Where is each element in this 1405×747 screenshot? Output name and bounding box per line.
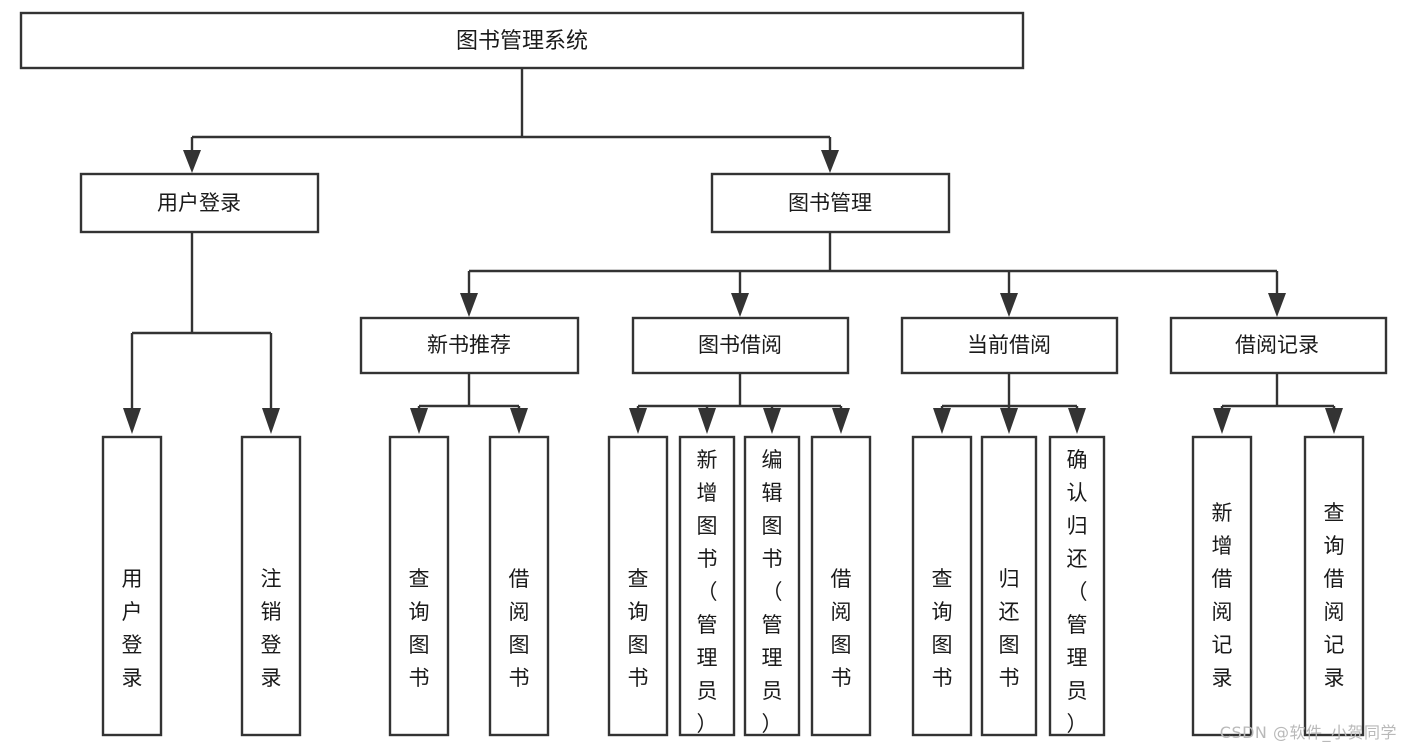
node-leaf-user-logout-box[interactable]: [240, 435, 302, 737]
node-book-manage-box[interactable]: [710, 172, 951, 234]
node-current-borrow-label: 当前借阅: [967, 333, 1051, 357]
node-root-box[interactable]: [19, 11, 1025, 70]
arrow-head-leaf-confirm-return-admin: [1068, 408, 1086, 434]
arrow-head-borrow-record: [1268, 293, 1286, 317]
arrow-head-leaf-borrow-book-1: [510, 408, 528, 434]
node-leaf-query-book-3-label: 查询图书: [932, 567, 953, 690]
node-user-login-label: 用户登录: [157, 191, 241, 215]
node-leaf-user-login-label: 用户登录: [122, 567, 143, 690]
node-leaf-add-book-admin-label: 新增图书（管理员）: [697, 448, 718, 736]
node-leaf-edit-book-admin[interactable]: 编辑图书（管理员）: [743, 435, 801, 737]
node-leaf-borrow-book-2[interactable]: 借阅图书: [810, 435, 872, 737]
node-new-book-rec[interactable]: 新书推荐: [359, 316, 580, 375]
node-leaf-user-logout[interactable]: 注销登录: [240, 435, 302, 737]
node-leaf-return-book-box[interactable]: [980, 435, 1038, 737]
node-leaf-confirm-return-admin[interactable]: 确认归还（管理员）: [1048, 435, 1106, 737]
node-root[interactable]: 图书管理系统: [19, 11, 1025, 70]
arrow-head-current-borrow: [1000, 293, 1018, 317]
node-borrow-record[interactable]: 借阅记录: [1169, 316, 1388, 375]
arrow-head-user-login: [183, 150, 201, 173]
node-book-manage[interactable]: 图书管理: [710, 172, 951, 234]
node-new-book-rec-box[interactable]: [359, 316, 580, 375]
arrow-head-leaf-query-book-3: [933, 408, 951, 434]
node-leaf-query-book-2-box[interactable]: [607, 435, 669, 737]
node-leaf-return-book[interactable]: 归还图书: [980, 435, 1038, 737]
node-leaf-query-book-3[interactable]: 查询图书: [911, 435, 973, 737]
node-leaf-query-borrow-record[interactable]: 查询借阅记录: [1303, 435, 1365, 737]
node-leaf-query-book-3-box[interactable]: [911, 435, 973, 737]
node-root-label: 图书管理系统: [456, 29, 588, 54]
arrow-head-leaf-query-borrow-record: [1325, 408, 1343, 434]
node-leaf-user-login-box[interactable]: [101, 435, 163, 737]
arrow-head-book-borrow: [731, 293, 749, 317]
node-leaf-add-book-admin[interactable]: 新增图书（管理员）: [678, 435, 736, 737]
arrow-head-new-book-rec: [460, 293, 478, 317]
node-leaf-query-book-2[interactable]: 查询图书: [607, 435, 669, 737]
node-leaf-user-logout-label: 注销登录: [261, 567, 282, 690]
node-leaf-add-borrow-record[interactable]: 新增借阅记录: [1191, 435, 1253, 737]
node-leaf-add-borrow-record-label: 新增借阅记录: [1212, 501, 1233, 690]
node-book-borrow[interactable]: 图书借阅: [631, 316, 850, 375]
arrow-head-leaf-borrow-book-2: [832, 408, 850, 434]
arrow-head-leaf-add-book-admin: [698, 408, 716, 434]
node-book-borrow-label: 图书借阅: [698, 333, 782, 357]
node-leaf-borrow-book-2-label: 借阅图书: [831, 567, 852, 690]
node-user-login[interactable]: 用户登录: [79, 172, 320, 234]
arrow-head-leaf-return-book: [1000, 408, 1018, 434]
node-leaf-add-book-admin-box[interactable]: [678, 435, 736, 737]
node-leaf-edit-book-admin-box[interactable]: [743, 435, 801, 737]
node-leaf-add-borrow-record-box[interactable]: [1191, 435, 1253, 737]
node-leaf-confirm-return-admin-label: 确认归还（管理员）: [1067, 448, 1088, 736]
node-leaf-query-book-1[interactable]: 查询图书: [388, 435, 450, 737]
arrow-head-leaf-query-book-2: [629, 408, 647, 434]
connector-layer: [123, 68, 1343, 434]
node-user-login-box[interactable]: [79, 172, 320, 234]
node-leaf-query-borrow-record-box[interactable]: [1303, 435, 1365, 737]
node-borrow-record-box[interactable]: [1169, 316, 1388, 375]
arrow-head-leaf-user-logout: [262, 408, 280, 434]
node-leaf-query-borrow-record-label: 查询借阅记录: [1324, 501, 1345, 690]
node-leaf-return-book-label: 归还图书: [999, 567, 1020, 690]
node-book-borrow-box[interactable]: [631, 316, 850, 375]
node-leaf-borrow-book-1-box[interactable]: [488, 435, 550, 737]
arrow-head-leaf-query-book-1: [410, 408, 428, 434]
node-current-borrow[interactable]: 当前借阅: [900, 316, 1119, 375]
node-leaf-query-book-1-box[interactable]: [388, 435, 450, 737]
node-leaf-query-book-1-label: 查询图书: [409, 567, 430, 690]
node-current-borrow-box[interactable]: [900, 316, 1119, 375]
node-leaf-query-book-2-label: 查询图书: [628, 567, 649, 690]
node-leaf-user-login[interactable]: 用户登录: [101, 435, 163, 737]
node-leaf-borrow-book-1-label: 借阅图书: [509, 567, 530, 690]
arrow-head-book-manage: [821, 150, 839, 173]
node-borrow-record-label: 借阅记录: [1235, 333, 1319, 357]
node-leaf-edit-book-admin-label: 编辑图书（管理员）: [762, 448, 783, 736]
node-book-manage-label: 图书管理: [788, 191, 872, 215]
node-leaf-borrow-book-1[interactable]: 借阅图书: [488, 435, 550, 737]
arrow-head-leaf-edit-book-admin: [763, 408, 781, 434]
node-leaf-confirm-return-admin-box[interactable]: [1048, 435, 1106, 737]
node-new-book-rec-label: 新书推荐: [427, 333, 511, 357]
arrow-head-leaf-user-login: [123, 408, 141, 434]
node-leaf-borrow-book-2-box[interactable]: [810, 435, 872, 737]
arrow-head-leaf-add-borrow-record: [1213, 408, 1231, 434]
